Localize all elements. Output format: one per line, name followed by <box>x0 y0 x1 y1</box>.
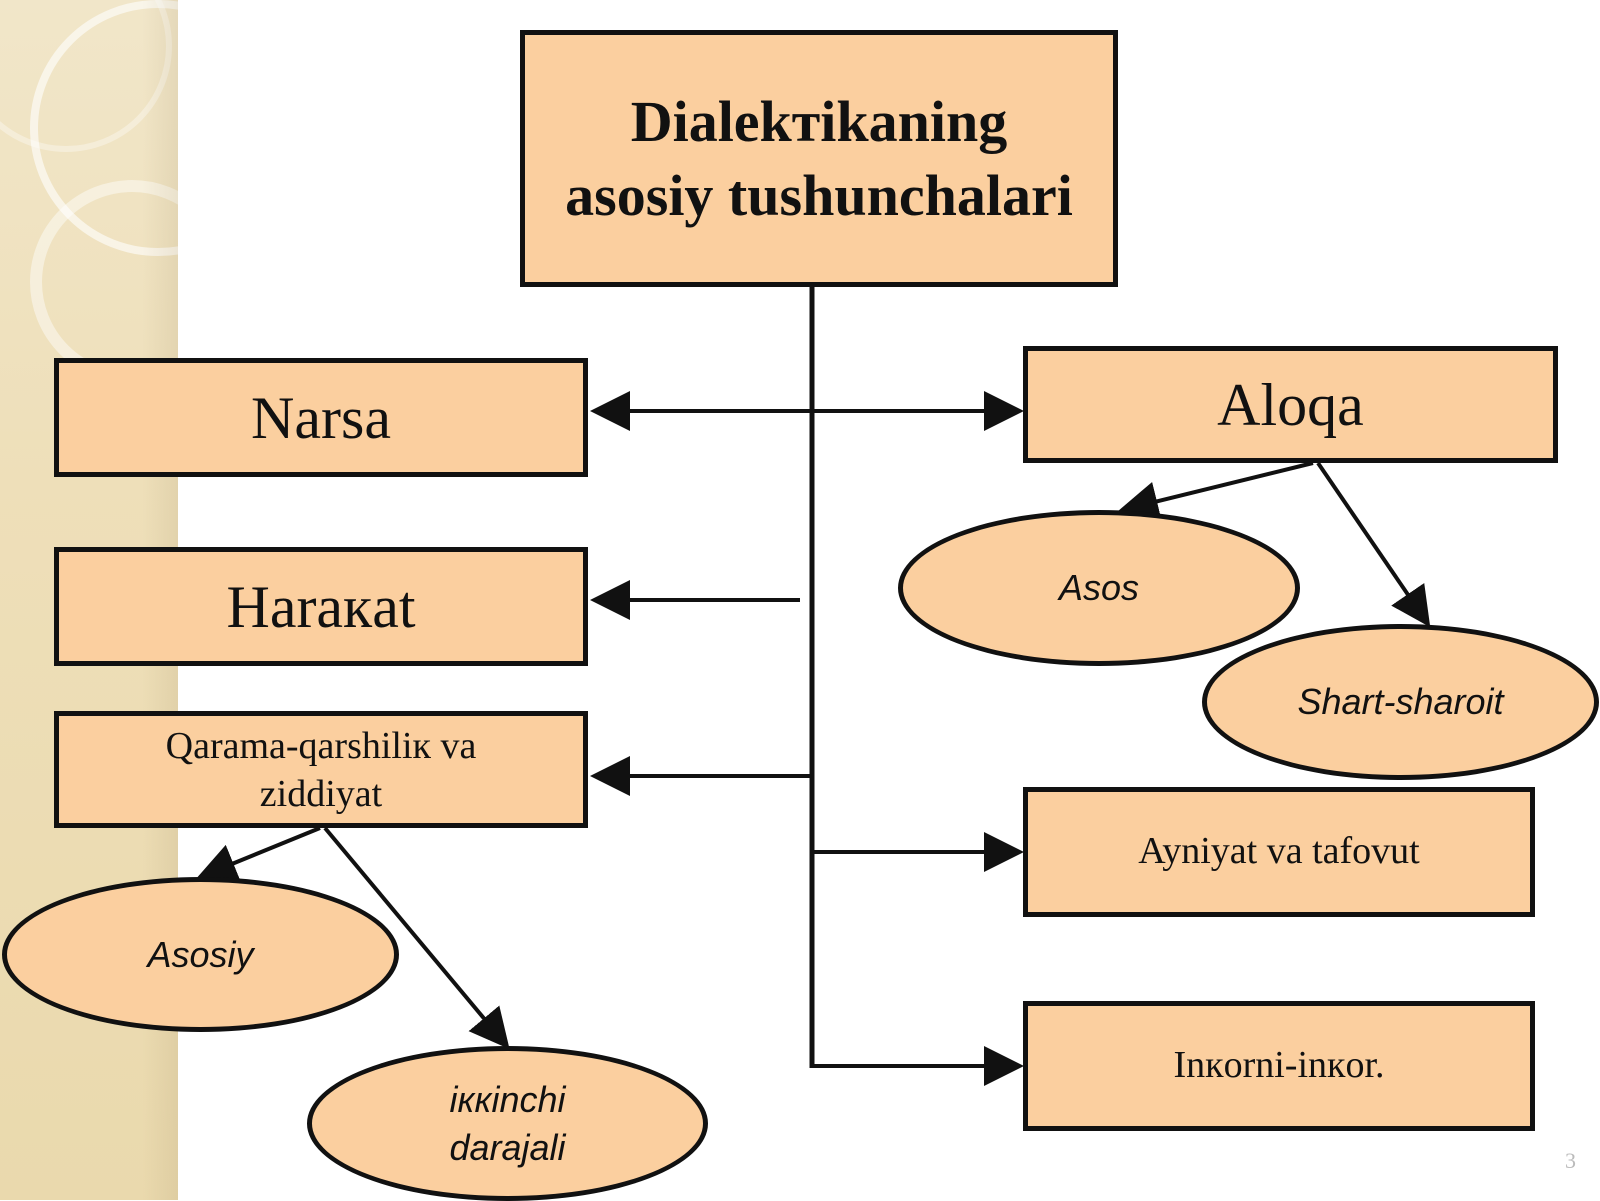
title-text: Dialekтikaning asosiy tushunchalari <box>565 88 1073 228</box>
arrow-to-asos <box>1118 461 1314 521</box>
node-label: Qarama-qarshiliк va ziddiyat <box>165 724 477 815</box>
node-aloqa: Aloqa <box>1023 346 1558 463</box>
page-number: 3 <box>1565 1148 1576 1173</box>
subnode-ikkinchi-darajali: iккinchi darajali <box>307 1046 708 1201</box>
arrow-to-asosiy <box>196 826 321 882</box>
node-label: Inкorni-inкor. <box>1173 1044 1385 1087</box>
node-label: Narsa <box>251 384 391 451</box>
node-inkor: Inкorni-inкor. <box>1023 1001 1535 1131</box>
subnode-label: iккinchi darajali <box>449 1078 566 1168</box>
subnode-asos: Asos <box>898 510 1300 666</box>
node-label: Aloqa <box>1217 371 1364 438</box>
node-harakat: Haraкat <box>54 547 588 666</box>
title-node: Dialekтikaning asosiy tushunchalari <box>520 30 1118 287</box>
node-label: Haraкat <box>226 573 416 640</box>
subnode-shart-sharoit: Shart-sharoit <box>1202 624 1599 780</box>
subnode-asosiy: Asosiy <box>2 877 399 1032</box>
node-label: Ayniyat va tafovut <box>1138 830 1420 873</box>
subnode-label: Shart-sharoit <box>1297 681 1504 722</box>
node-qarama: Qarama-qarshiliк va ziddiyat <box>54 711 588 828</box>
node-narsa: Narsa <box>54 358 588 477</box>
subnode-label: Asosiy <box>147 933 254 975</box>
node-ayniyat: Ayniyat va tafovut <box>1023 787 1535 917</box>
subnode-label: Asos <box>1058 567 1140 608</box>
arrow-to-shart <box>1316 461 1431 628</box>
arrow-to-ikkinchi <box>323 826 510 1050</box>
